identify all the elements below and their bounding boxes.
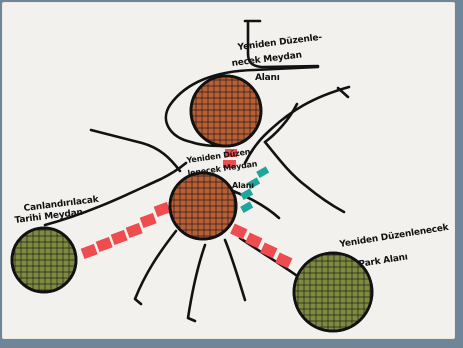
- red-crosswalk-left: [81, 202, 171, 259]
- park-plaza-label-line-2: Park Alanı: [358, 252, 409, 270]
- street-outline-upper-right: [245, 87, 349, 163]
- park-plaza-label-line-1: Yeniden Düzenlenecek: [338, 223, 451, 250]
- top-plaza-label-line-3: Alanı: [255, 73, 280, 83]
- red-crosswalk-right: [230, 224, 292, 269]
- top-plaza-label: Yeniden Düzenle- necek Meydan Alanı: [231, 33, 323, 83]
- street-outline-lower-mid-left: [188, 245, 205, 321]
- street-outline-lower-mid-right: [225, 240, 245, 300]
- street-outline-right-upper: [265, 142, 344, 212]
- street-outline-left-upper: [91, 130, 180, 171]
- street-outline-lower-left: [135, 231, 176, 304]
- street-outline-right-lower: [233, 191, 279, 218]
- center-plaza: [170, 173, 236, 239]
- historic-plaza: [12, 228, 76, 292]
- street-outline-right-far: [265, 104, 297, 142]
- center-plaza-label-line-3: Alanı: [232, 181, 254, 190]
- top-plaza: [191, 76, 261, 146]
